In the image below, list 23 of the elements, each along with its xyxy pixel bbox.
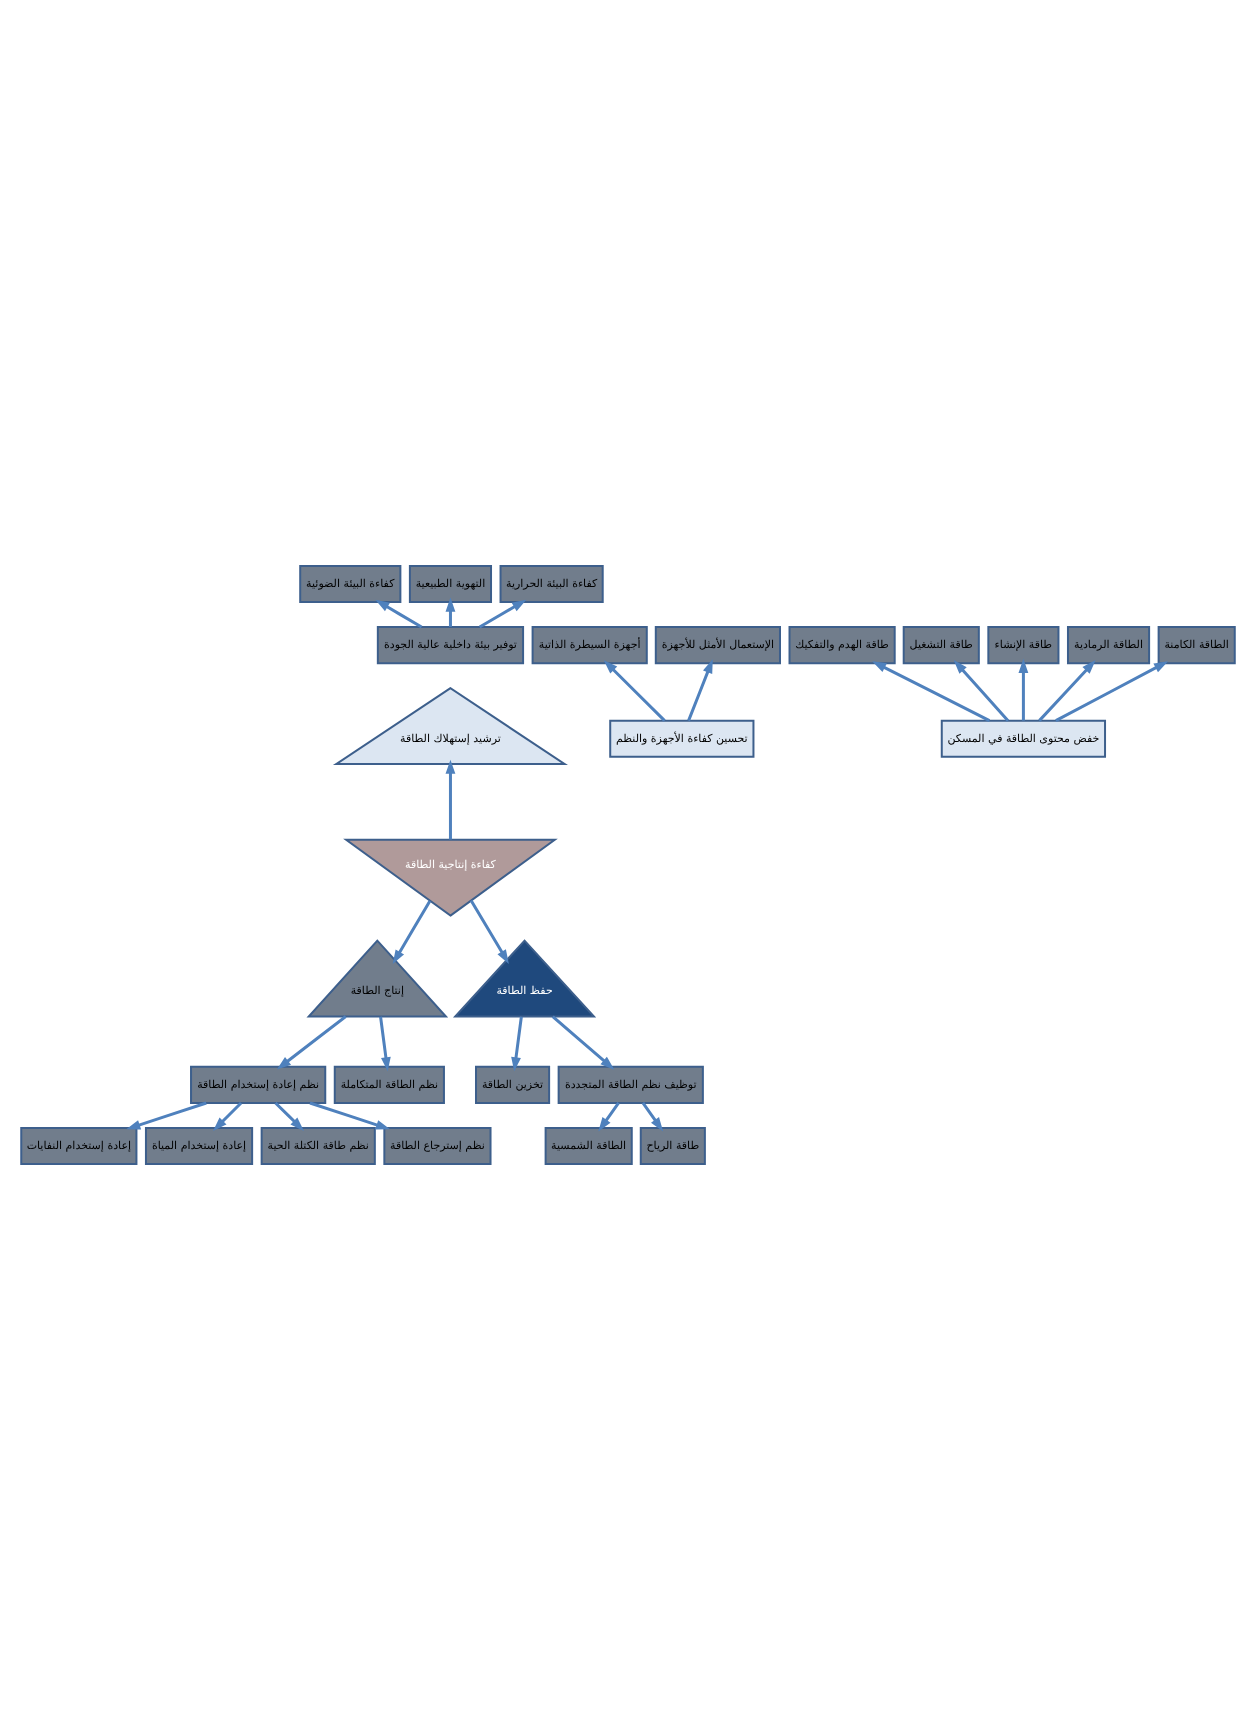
arrow — [309, 1101, 390, 1130]
arrow — [379, 1016, 391, 1072]
arrow — [511, 1016, 523, 1072]
arrow — [872, 661, 991, 722]
arrow — [469, 899, 509, 964]
arrow — [1018, 658, 1029, 721]
arrow — [603, 660, 666, 722]
arrow — [274, 1101, 304, 1131]
arrow — [687, 659, 713, 722]
arrow — [276, 1015, 347, 1070]
arrow — [1038, 660, 1096, 722]
arrow — [598, 1102, 620, 1132]
arrow — [551, 1015, 615, 1070]
arrow — [213, 1101, 243, 1131]
arrow — [478, 599, 527, 629]
arrow — [953, 660, 1010, 722]
arrow — [445, 759, 456, 840]
arrow — [126, 1101, 207, 1130]
arrow — [445, 597, 456, 627]
arrow — [375, 599, 423, 629]
arrow — [392, 900, 432, 965]
arrow — [641, 1102, 664, 1132]
arrow — [1055, 661, 1169, 722]
